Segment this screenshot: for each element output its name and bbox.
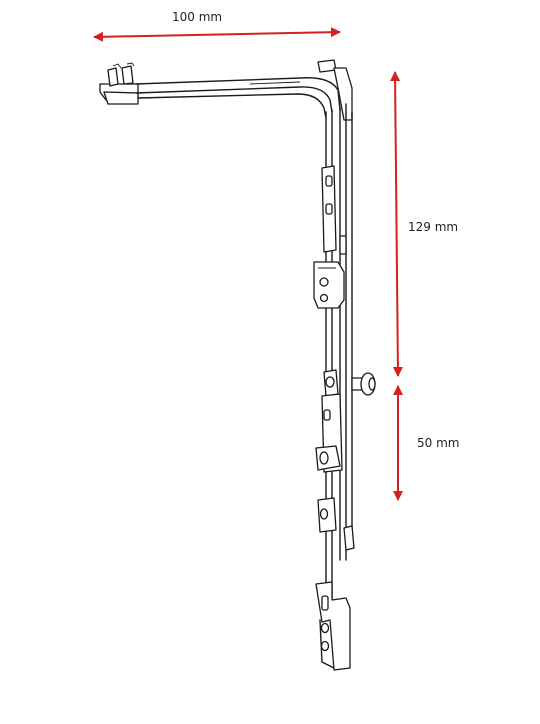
width-dimension-arrow bbox=[93, 27, 341, 42]
gear-block bbox=[313, 261, 345, 309]
horizontal-arm bbox=[99, 62, 341, 119]
handle-pin bbox=[323, 369, 376, 397]
upper-height-dimension-label: 129 mm bbox=[408, 220, 459, 234]
lower-height-dimension-label: 50 mm bbox=[417, 436, 460, 450]
lower-slider bbox=[315, 393, 355, 551]
width-dimension-label: 100 mm bbox=[172, 10, 223, 24]
upper-slider bbox=[321, 165, 347, 255]
bottom-end-plate bbox=[315, 581, 351, 671]
upper-height-dimension-arrow bbox=[390, 71, 403, 377]
